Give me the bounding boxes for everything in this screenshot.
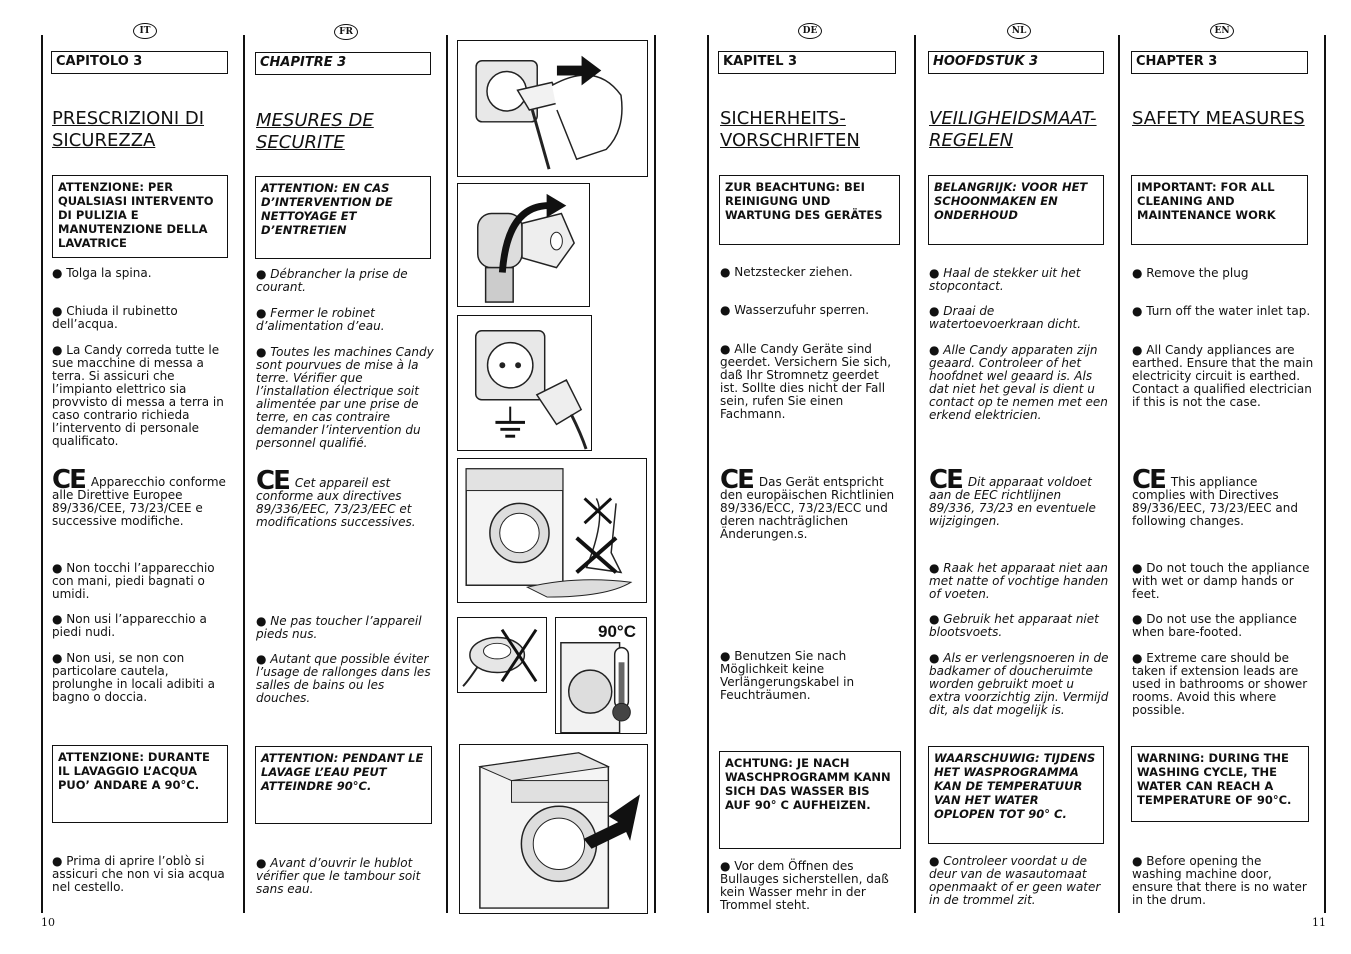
instruction-door-it: ● Prima di aprire l’oblò si assicuri che… bbox=[52, 854, 225, 894]
illustration-unplug bbox=[457, 40, 648, 177]
instruction-barefoot-en: ● Do not use the appliance when bare-foo… bbox=[1132, 612, 1297, 639]
chapter-heading-it: CAPITOLO 3 bbox=[51, 51, 228, 74]
instruction-earth-nl: ● Alle Candy apparaten zijn geaard. Cont… bbox=[929, 343, 1108, 422]
instruction-extension-nl: ● Als er verlengsnoeren in de badkamer o… bbox=[929, 651, 1109, 717]
illustration-hot-water: 90°C bbox=[555, 617, 647, 734]
section-title-de: SICHERHEITS-VORSCHRIFTEN bbox=[720, 108, 860, 151]
chapter-heading-fr: CHAPITRE 3 bbox=[255, 52, 431, 75]
instruction-unplug-en: ● Remove the plug bbox=[1132, 266, 1249, 280]
section-title-en: SAFETY MEASURES bbox=[1132, 108, 1305, 129]
column-rule bbox=[1324, 35, 1326, 913]
instruction-extension-en: ● Extreme care should be taken if extens… bbox=[1132, 651, 1308, 717]
illustration-door-check bbox=[459, 744, 648, 914]
page-number-right: 11 bbox=[1312, 916, 1326, 929]
column-rule bbox=[1118, 35, 1120, 913]
instruction-barefoot-nl: ● Gebruik het apparaat niet blootsvoets. bbox=[929, 612, 1099, 639]
illustration-earthed-socket bbox=[457, 315, 592, 451]
instruction-tap-nl: ● Draai de watertoevoerkraan dicht. bbox=[929, 304, 1082, 331]
section-title-nl: VEILIGHEIDSMAAT-REGELEN bbox=[929, 108, 1097, 151]
warning-box-de: ACHTUNG: JE NACH WASCHPROGRAMM KANN SICH… bbox=[719, 751, 901, 849]
instruction-earth-fr: ● Toutes les machines Candy sont pourvue… bbox=[256, 345, 434, 450]
column-rule bbox=[707, 35, 709, 913]
instruction-earth-de: ● Alle Candy Geräte sind geerdet. Versic… bbox=[720, 342, 892, 421]
instruction-unplug-it: ● Tolga la spina. bbox=[52, 266, 152, 280]
attention-box-de: ZUR BEACHTUNG: BEI REINIGUNG UND WARTUNG… bbox=[719, 175, 900, 245]
attention-box-fr: ATTENTION: EN CAS D’INTERVENTION DE NETT… bbox=[255, 176, 431, 259]
chapter-heading-nl: HOOFDSTUK 3 bbox=[928, 51, 1104, 74]
language-marker-it: IT bbox=[133, 23, 157, 39]
attention-box-it: ATTENZIONE: PER QUALSIASI INTERVENTO DI … bbox=[52, 175, 228, 258]
column-rule bbox=[243, 35, 245, 913]
illustration-water-tap bbox=[457, 183, 590, 307]
instruction-unplug-fr: ● Débrancher la prise de courant. bbox=[256, 267, 408, 294]
instruction-door-de: ● Vor dem Öffnen des Bullauges sicherste… bbox=[720, 859, 889, 912]
instruction-tap-en: ● Turn off the water inlet tap. bbox=[1132, 304, 1311, 318]
instruction-tap-de: ● Wasserzufuhr sperren. bbox=[720, 303, 870, 317]
chapter-heading-de: KAPITEL 3 bbox=[718, 51, 896, 74]
instruction-unplug-nl: ● Haal de stekker uit het stopcontact. bbox=[929, 266, 1081, 293]
illustration-wet-feet bbox=[457, 458, 647, 603]
page-number-left: 10 bbox=[41, 916, 55, 929]
instruction-earth-it: ● La Candy correda tutte le sue macchine… bbox=[52, 343, 224, 448]
warning-box-nl: WAARSCHUWIG: TIJDENS HET WASPROGRAMMA KA… bbox=[928, 746, 1104, 844]
instruction-door-nl: ● Controleer voordat u de deur van de wa… bbox=[929, 854, 1101, 907]
language-marker-de: DE bbox=[798, 23, 822, 39]
warning-box-en: WARNING: DURING THE WASHING CYCLE, THE W… bbox=[1131, 746, 1309, 822]
column-rule bbox=[41, 35, 43, 913]
instruction-extension-it: ● Non usi, se non con particolare cautel… bbox=[52, 651, 215, 704]
instruction-barefoot-fr: ● Ne pas toucher l’appareil pieds nus. bbox=[256, 614, 422, 641]
instruction-wet-hands-it: ● Non tocchi l’apparecchio con mani, pie… bbox=[52, 561, 215, 601]
warning-box-fr: ATTENTION: PENDANT LE LAVAGE L’EAU PEUT … bbox=[255, 746, 432, 824]
instruction-door-fr: ● Avant d’ouvrir le hublot vérifier que … bbox=[256, 856, 421, 896]
column-rule bbox=[446, 35, 448, 913]
instruction-door-en: ● Before opening the washing machine doo… bbox=[1132, 854, 1307, 907]
instruction-barefoot-it: ● Non usi l’apparecchio a piedi nudi. bbox=[52, 612, 207, 639]
instruction-tap-it: ● Chiuda il rubinetto dell’acqua. bbox=[52, 304, 178, 331]
chapter-heading-en: CHAPTER 3 bbox=[1131, 51, 1308, 74]
column-rule bbox=[654, 35, 656, 913]
attention-box-en: IMPORTANT: FOR ALL CLEANING AND MAINTENA… bbox=[1131, 175, 1308, 245]
warning-box-it: ATTENZIONE: DURANTE IL LAVAGGIO L’ACQUA … bbox=[52, 745, 228, 823]
section-title-fr: MESURES DE SECURITE bbox=[256, 110, 374, 153]
language-marker-en: EN bbox=[1210, 23, 1234, 39]
instruction-extension-de: ● Benutzen Sie nach Möglichkeit keine Ve… bbox=[720, 649, 855, 702]
instruction-unplug-de: ● Netzstecker ziehen. bbox=[720, 265, 853, 279]
section-title-it: PRESCRIZIONI DI SICUREZZA bbox=[52, 108, 205, 151]
instruction-wet-hands-nl: ● Raak het apparaat niet aan met natte o… bbox=[929, 561, 1109, 601]
instruction-earth-en: ● All Candy appliances are earthed. Ensu… bbox=[1132, 343, 1314, 409]
language-marker-fr: FR bbox=[334, 24, 358, 40]
temperature-label: 90°C bbox=[598, 622, 636, 641]
instruction-wet-hands-en: ● Do not touch the appliance with wet or… bbox=[1132, 561, 1310, 601]
illustration-extension-reel bbox=[457, 617, 547, 693]
language-marker-nl: NL bbox=[1007, 23, 1031, 39]
column-rule bbox=[914, 35, 916, 913]
attention-box-nl: BELANGRIJK: VOOR HET SCHOONMAKEN EN ONDE… bbox=[928, 175, 1104, 245]
instruction-tap-fr: ● Fermer le robinet d’alimentation d’eau… bbox=[256, 306, 385, 333]
instruction-extension-fr: ● Autant que possible éviter l’usage de … bbox=[256, 652, 431, 705]
